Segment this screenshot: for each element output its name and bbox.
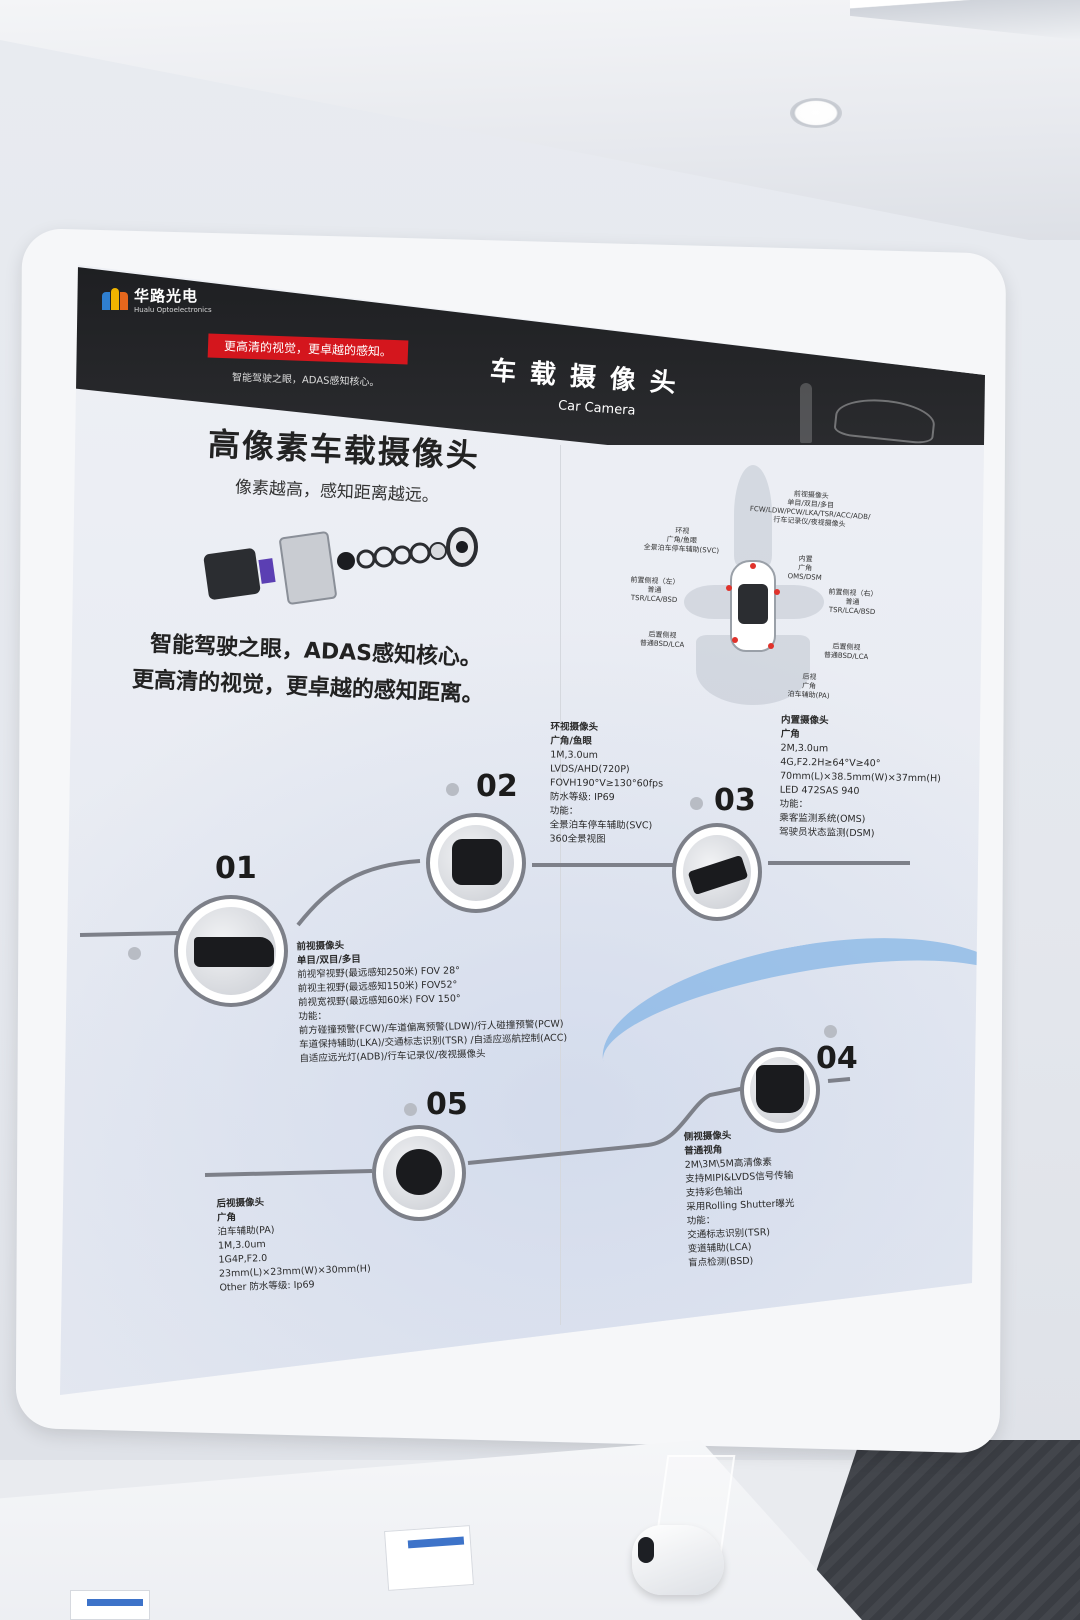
surround-camera-icon	[452, 839, 502, 885]
camera-number-02: 02	[476, 769, 518, 804]
brand-logo: 华路光电 Hualu Optoelectronics	[102, 285, 212, 314]
camera-04-badge	[740, 1047, 820, 1133]
camera-number-04: 04	[816, 1041, 858, 1076]
camera-number-01: 01	[215, 851, 257, 886]
camera-dot-rear-right	[768, 643, 774, 649]
camera-dot-front	[750, 563, 756, 569]
marker-dot-01	[128, 947, 141, 960]
camera-02-badge	[426, 813, 526, 913]
rear-camera-icon	[396, 1149, 442, 1195]
camera-01-badge	[174, 895, 288, 1007]
marker-dot-02	[446, 783, 459, 796]
camera-03-badge	[672, 823, 762, 921]
panel-background	[60, 265, 985, 1395]
camera-number-03: 03	[714, 783, 756, 818]
camera-dot-left	[726, 585, 732, 591]
ceiling-downlight	[790, 98, 842, 128]
product-card	[384, 1525, 474, 1591]
marker-dot-03	[690, 797, 703, 810]
marker-dot-04	[824, 1025, 837, 1038]
product-card-2	[70, 1590, 150, 1620]
marker-dot-05	[404, 1103, 417, 1116]
panel-divider	[560, 445, 561, 1325]
logo-chinese: 华路光电	[134, 287, 199, 305]
camera-sample-device	[632, 1525, 724, 1595]
camera-01-specs: 前视摄像头 单目/双目/多目 前视窄视野(最远感知250米) FOV 28° 前…	[296, 940, 568, 1065]
camera-position-diagram: 前视摄像头 单目/双目/多目 FCW/LDW/PCW/LKA/TSR/ACC/A…	[600, 465, 940, 745]
side-camera-icon	[756, 1065, 804, 1113]
display-panel: 华路光电 Hualu Optoelectronics 更高清的视觉，更卓越的感知…	[60, 265, 985, 1395]
camera-05-specs: 后视摄像头 广角 泊车辅助(PA) 1M,3.0um 1G4P,F2.0 23m…	[216, 1197, 371, 1294]
logo-mark-icon	[102, 287, 128, 312]
camera-05-badge	[372, 1125, 466, 1221]
camera-03-specs: 内置摄像头 广角 2M,3.0um 4G,F2.2H≥64°V≥40° 70mm…	[778, 714, 941, 840]
person-silhouette	[800, 383, 812, 443]
car-top-view	[730, 560, 776, 652]
front-camera-icon	[194, 937, 274, 967]
logo-english: Hualu Optoelectronics	[134, 306, 212, 314]
timeline-paths	[79, 859, 910, 1177]
camera-dot-rear-left	[732, 637, 738, 643]
floor	[800, 1440, 1080, 1620]
fov-front	[734, 465, 772, 565]
camera-dot-right	[774, 589, 780, 595]
camera-02-specs: 环视摄像头 广角/鱼眼 1M,3.0um LVDS/AHD(720P) FOVH…	[549, 721, 664, 845]
camera-04-specs: 侧视摄像头 普通视角 2M\3M\5M高清像素 支持MIPI&LVDS信号传输 …	[683, 1130, 795, 1269]
camera-number-05: 05	[426, 1087, 468, 1122]
exploded-lens-illustration	[203, 527, 478, 605]
